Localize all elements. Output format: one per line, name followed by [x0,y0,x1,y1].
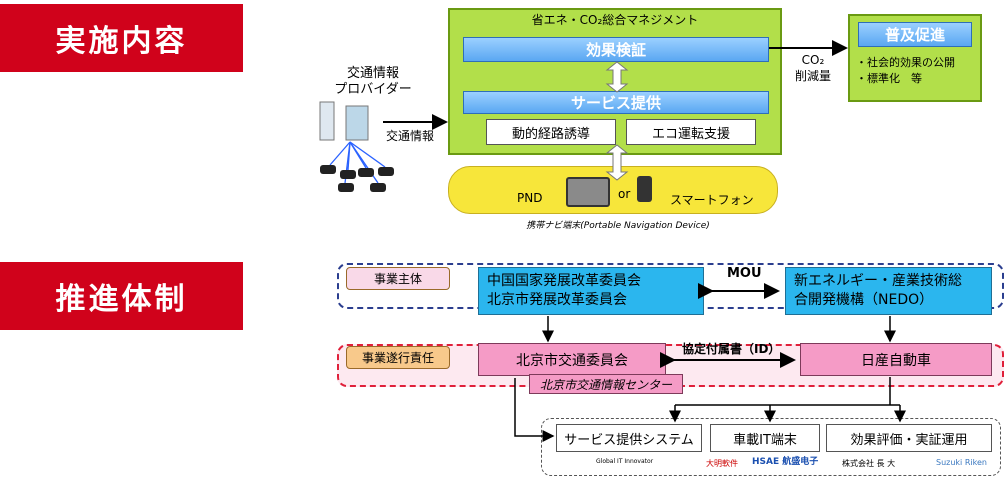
nissan-box: 日産自動車 [800,343,992,376]
server-icon [319,101,369,141]
mgmt-title: 省エネ・CO₂総合マネジメント [531,13,699,27]
logo-2: 大明軟件 [706,459,738,468]
business-owner-tag: 事業主体 [346,267,450,290]
dynamic-route-box: 動的経路誘導 [486,119,616,145]
beijing-center-box: 北京市交通情報センター [529,374,683,394]
logo-1: Global IT Innovator [596,458,654,465]
eco-drive-box: エコ運転支援 [626,119,756,145]
service-provide-bar: サービス提供 [463,91,769,114]
structure-label: 推進体制 [0,262,243,330]
smartphone-icon [637,176,652,202]
service-system-box: サービス提供システム [556,424,702,452]
pnd-icon [566,177,610,207]
china-ndrc-box: 中国国家発展改革委員会 北京市発展改革委員会 [478,267,704,315]
promotion-title: 普及促進 [858,22,972,47]
or-label: or [618,187,631,201]
onboard-it-box: 車載IT端末 [710,424,820,452]
co2-label: CO₂ 削減量 [794,53,831,83]
logo-4: 株式会社 長 大 [842,459,896,468]
smartphone-label: スマートフォン [670,193,754,207]
evaluation-box: 効果評価・実証運用 [826,424,992,452]
execution-tag: 事業遂行責任 [346,346,450,369]
mou-label: MOU [727,266,762,281]
nedo-box: 新エネルギー・産業技術総 合開発機構（NEDO） [785,267,992,315]
device-caption: 携帯ナビ端末(Portable Navigation Device) [526,221,710,231]
provider-label: 交通情報 プロバイダー [334,66,412,97]
traffic-info-label: 交通情報 [386,129,435,143]
car-icons [320,165,394,192]
signal-lines [329,141,386,184]
pnd-label: PND [517,191,543,205]
promotion-items: ・社会的効果の公開 ・標準化 等 [856,56,955,85]
logo-5: Suzuki Riken [936,458,987,467]
logo-3: HSAE 航盛电子 [752,457,819,467]
implementation-label: 実施内容 [0,4,243,72]
effect-verify-bar: 効果検証 [463,37,769,62]
